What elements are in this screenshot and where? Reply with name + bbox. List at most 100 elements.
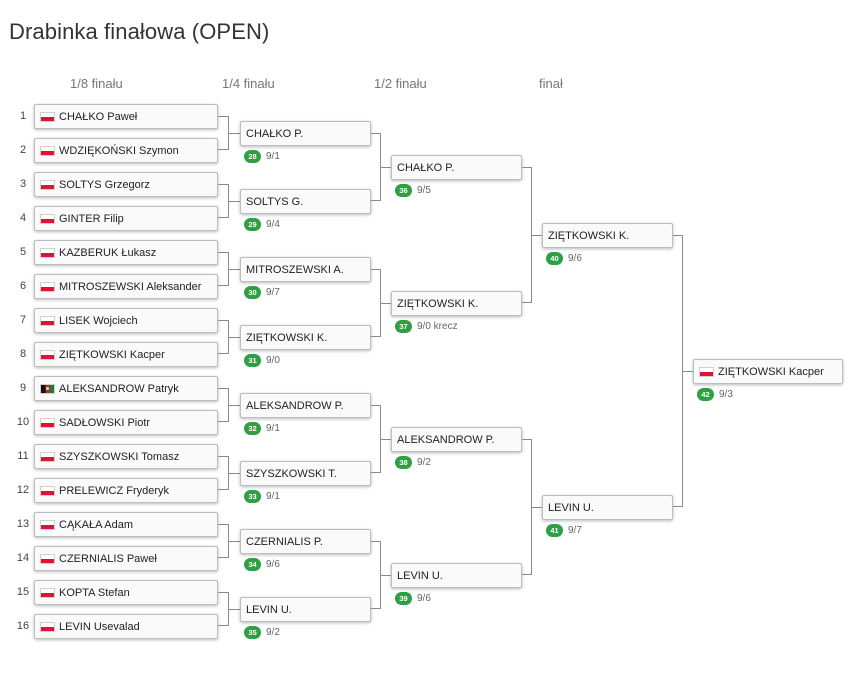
quarterfinal-slot[interactable]: LEVIN U. — [240, 597, 371, 622]
match-number-badge[interactable]: 32 — [244, 422, 261, 435]
player-slot[interactable]: SZYSZKOWSKI Tomasz — [34, 444, 218, 469]
quarterfinal-slot[interactable]: SOLTYS G. — [240, 189, 371, 214]
semifinal-slot[interactable]: ALEKSANDROW P. — [391, 427, 522, 452]
match-number-badge[interactable]: 33 — [244, 490, 261, 503]
match-number-badge[interactable]: 41 — [546, 524, 563, 537]
player-slot[interactable]: GINTER Filip — [34, 206, 218, 231]
match-score: 9/2 — [417, 457, 431, 468]
final-slot[interactable]: ZIĘTKOWSKI K. — [542, 223, 673, 248]
player-name: WDZIĘKOŃSKI Szymon — [59, 144, 179, 157]
match-number-badge[interactable]: 34 — [244, 558, 261, 571]
flag-poland-icon — [40, 553, 55, 564]
player-slot[interactable]: PRELEWICZ Fryderyk — [34, 478, 218, 503]
player-name: CHAŁKO P. — [397, 161, 455, 174]
match-score: 9/1 — [266, 423, 280, 434]
player-name: ZIĘTKOWSKI Kacper — [59, 348, 165, 361]
match-score: 9/7 — [568, 525, 582, 536]
quarterfinal-slot[interactable]: SZYSZKOWSKI T. — [240, 461, 371, 486]
match-score: 9/7 — [266, 287, 280, 298]
winner-name: ZIĘTKOWSKI Kacper — [718, 365, 824, 378]
final-slot[interactable]: LEVIN U. — [542, 495, 673, 520]
bracket-connector — [229, 405, 240, 406]
player-slot[interactable]: LISEK Wojciech — [34, 308, 218, 333]
round-header: 1/4 finału — [222, 76, 275, 91]
match-number-badge[interactable]: 42 — [697, 388, 714, 401]
player-slot[interactable]: SADŁOWSKI Piotr — [34, 410, 218, 435]
semifinal-slot[interactable]: CHAŁKO P. — [391, 155, 522, 180]
seed-number: 5 — [19, 246, 27, 258]
match-number-badge[interactable]: 30 — [244, 286, 261, 299]
player-slot[interactable]: KOPTA Stefan — [34, 580, 218, 605]
player-slot[interactable]: WDZIĘKOŃSKI Szymon — [34, 138, 218, 163]
player-slot[interactable]: CHAŁKO Paweł — [34, 104, 218, 129]
quarterfinal-slot[interactable]: ZIĘTKOWSKI K. — [240, 325, 371, 350]
quarterfinal-slot[interactable]: CZERNIALIS P. — [240, 529, 371, 554]
player-name: SZYSZKOWSKI T. — [246, 467, 337, 480]
flag-poland-icon — [699, 366, 714, 377]
semifinal-slot[interactable]: LEVIN U. — [391, 563, 522, 588]
bracket-connector — [381, 439, 391, 440]
seed-number: 11 — [17, 450, 29, 462]
match-number-badge[interactable]: 35 — [244, 626, 261, 639]
player-name: CZERNIALIS P. — [246, 535, 323, 548]
match-number-badge[interactable]: 38 — [395, 456, 412, 469]
match-score: 9/6 — [417, 593, 431, 604]
player-name: ALEKSANDROW P. — [246, 399, 344, 412]
bracket-connector — [381, 303, 391, 304]
player-slot[interactable]: KAZBERUK Łukasz — [34, 240, 218, 265]
player-slot[interactable]: ALEKSANDROW Patryk — [34, 376, 218, 401]
player-slot[interactable]: ZIĘTKOWSKI Kacper — [34, 342, 218, 367]
bracket-connector — [381, 575, 391, 576]
bracket-connector — [229, 337, 240, 338]
seed-number: 9 — [19, 382, 27, 394]
match-number-badge[interactable]: 36 — [395, 184, 412, 197]
quarterfinal-slot[interactable]: ALEKSANDROW P. — [240, 393, 371, 418]
match-number-badge[interactable]: 40 — [546, 252, 563, 265]
bracket-connector — [371, 133, 381, 201]
seed-number: 7 — [19, 314, 27, 326]
round-header: finał — [539, 76, 563, 91]
bracket-connector — [218, 320, 229, 354]
match-number-badge[interactable]: 28 — [244, 150, 261, 163]
flag-afghanistan-icon — [40, 383, 55, 394]
bracket-connector — [683, 371, 693, 372]
player-name: ZIĘTKOWSKI K. — [397, 297, 479, 310]
player-slot[interactable]: MITROSZEWSKI Aleksander — [34, 274, 218, 299]
player-name: LEVIN U. — [246, 603, 292, 616]
quarterfinal-slot[interactable]: MITROSZEWSKI A. — [240, 257, 371, 282]
quarterfinal-slot[interactable]: CHAŁKO P. — [240, 121, 371, 146]
match-number-badge[interactable]: 31 — [244, 354, 261, 367]
player-slot[interactable]: CZERNIALIS Paweł — [34, 546, 218, 571]
bracket-connector — [218, 456, 229, 490]
player-name: MITROSZEWSKI A. — [246, 263, 344, 276]
player-name: KOPTA Stefan — [59, 586, 130, 599]
match-score: 9/6 — [568, 253, 582, 264]
player-name: LEVIN Usevalad — [59, 620, 140, 633]
winner-slot[interactable]: ZIĘTKOWSKI Kacper — [693, 359, 843, 384]
match-number-badge[interactable]: 37 — [395, 320, 412, 333]
semifinal-slot[interactable]: ZIĘTKOWSKI K. — [391, 291, 522, 316]
player-name: CĄKAŁA Adam — [59, 518, 133, 531]
match-number-badge[interactable]: 39 — [395, 592, 412, 605]
flag-poland-icon — [40, 145, 55, 156]
seed-number: 1 — [19, 110, 27, 122]
match-score: 9/5 — [417, 185, 431, 196]
bracket-connector — [381, 167, 391, 168]
match-number-badge[interactable]: 29 — [244, 218, 261, 231]
seed-number: 6 — [19, 280, 27, 292]
player-name: SADŁOWSKI Piotr — [59, 416, 151, 429]
seed-number: 4 — [19, 212, 27, 224]
player-name: LISEK Wojciech — [59, 314, 138, 327]
seed-number: 12 — [16, 484, 30, 496]
seed-number: 14 — [16, 552, 30, 564]
bracket-connector — [371, 405, 381, 473]
player-slot[interactable]: SOLTYS Grzegorz — [34, 172, 218, 197]
match-result: 31 9/0 — [244, 354, 280, 367]
flag-poland-icon — [40, 451, 55, 462]
player-slot[interactable]: CĄKAŁA Adam — [34, 512, 218, 537]
match-score: 9/0 — [266, 355, 280, 366]
bracket-connector — [229, 133, 240, 134]
bracket-connector — [371, 541, 381, 609]
player-slot[interactable]: LEVIN Usevalad — [34, 614, 218, 639]
player-name: CZERNIALIS Paweł — [59, 552, 157, 565]
